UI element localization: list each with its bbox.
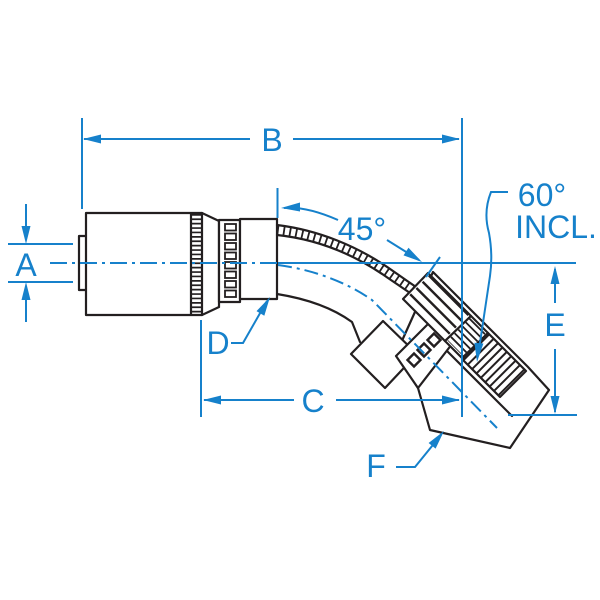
included-angle-annotation: 60° INCL. [474, 177, 597, 362]
bent-centerline [277, 264, 498, 429]
elbow-block [349, 319, 419, 390]
label-B: B [261, 122, 282, 158]
arrowhead [442, 134, 460, 144]
thread-segments [224, 223, 237, 298]
arrowhead [83, 134, 101, 144]
dimension-C: C [200, 320, 460, 419]
arrowhead [21, 226, 31, 244]
dimension-E: E [508, 266, 577, 416]
label-included-angle: 60° [518, 177, 566, 213]
nut-knurl-ticks [447, 317, 486, 357]
leader-F: F [366, 431, 444, 484]
nut-hatch-lines [462, 333, 526, 397]
arrowhead [21, 282, 31, 300]
shoulder-stripes [404, 274, 470, 340]
collar [238, 217, 279, 301]
arrowhead [403, 247, 422, 262]
arrowhead [203, 395, 221, 405]
arrowhead [428, 431, 444, 449]
arrowhead [442, 395, 460, 405]
dimension-annotations: A B C D [8, 118, 597, 484]
label-D: D [206, 325, 229, 361]
arrowhead [256, 297, 270, 316]
arrowhead [281, 202, 300, 212]
included-angle-leader [477, 191, 508, 357]
label-A: A [15, 247, 37, 283]
arrowhead [550, 396, 560, 414]
label-F: F [366, 448, 386, 484]
arrowhead [474, 342, 484, 362]
elbow-lower-outline [275, 292, 362, 344]
label-C: C [301, 383, 324, 419]
bent-axis-tick [425, 256, 441, 278]
bend-angle-annotation: 45° [276, 188, 441, 278]
dimension-B: B [81, 118, 463, 417]
fitting-outline [77, 211, 551, 450]
label-bend-angle: 45° [338, 211, 386, 247]
label-included-angle-suffix: INCL. [515, 209, 597, 245]
arrowhead [550, 266, 560, 284]
nut-hex-flat-line [442, 346, 514, 418]
dimension-A: A [8, 204, 73, 322]
leader-D: D [206, 297, 270, 361]
label-E: E [544, 307, 565, 343]
